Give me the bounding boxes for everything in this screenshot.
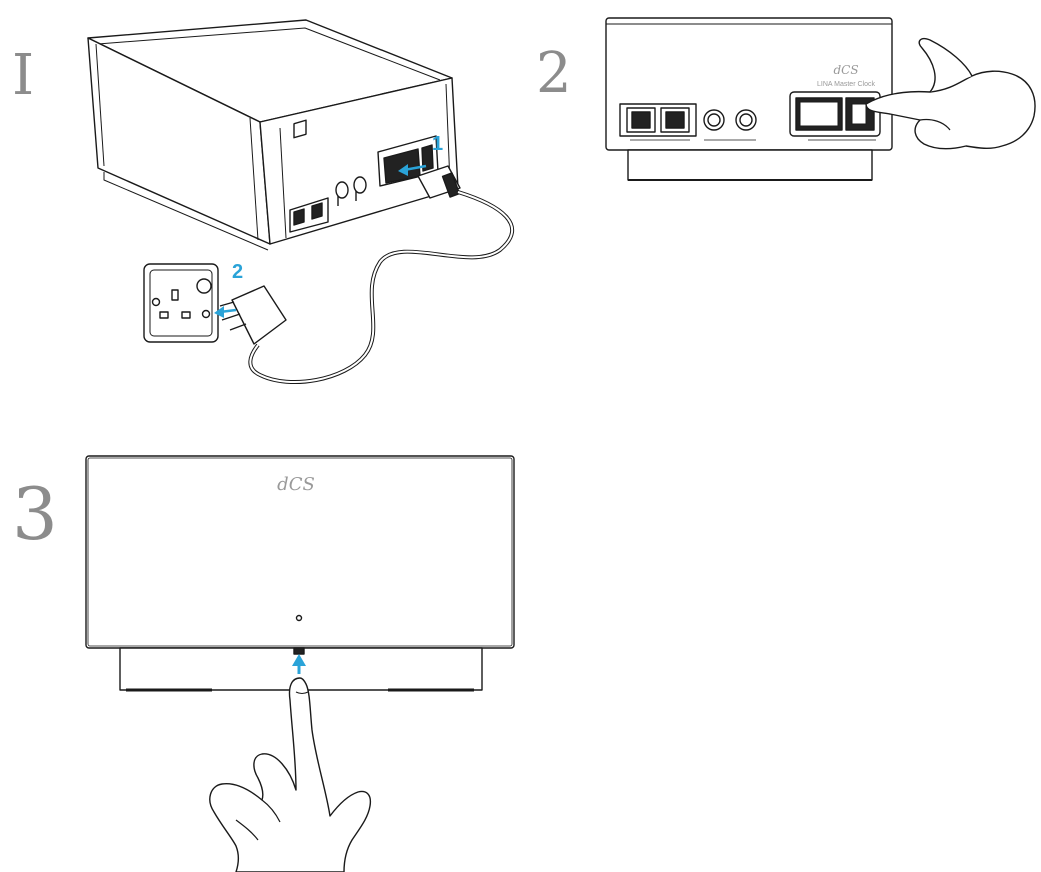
- callout-1: 1: [432, 133, 443, 155]
- status-led: [295, 614, 303, 622]
- hand-pressing-switch: [865, 70, 1036, 150]
- rear-network-ports: [289, 119, 329, 233]
- hand-pressing-button: [209, 677, 372, 872]
- bnc-1: [703, 109, 725, 131]
- rear-model-label: LINA Master Clock: [817, 81, 875, 88]
- step-number-1: I: [12, 43, 35, 108]
- rear-panel-foot: [627, 149, 873, 181]
- step3-illustration: [85, 455, 515, 872]
- iec-plug: [417, 165, 461, 199]
- unit-top-border: [97, 27, 441, 81]
- bnc-2: [735, 109, 757, 131]
- rear-bnc-connectors: [335, 176, 367, 206]
- wall-socket: [143, 263, 219, 343]
- unit-base-left: [103, 172, 269, 251]
- rear-brand: dCS: [833, 63, 858, 77]
- arrow-plug-socket: [214, 306, 237, 318]
- arrow-press-button: [292, 654, 306, 674]
- step1-illustration: [87, 19, 515, 385]
- step-number-3: 3: [12, 472, 58, 556]
- arrow-plug-inlet: [398, 164, 427, 176]
- power-button: [293, 647, 305, 655]
- uk-mains-plug: [219, 285, 287, 345]
- callout-2: 2: [232, 261, 243, 283]
- step-number-2: 2: [536, 41, 572, 106]
- step2-illustration: [605, 17, 1036, 181]
- front-brand: dCS: [277, 474, 315, 495]
